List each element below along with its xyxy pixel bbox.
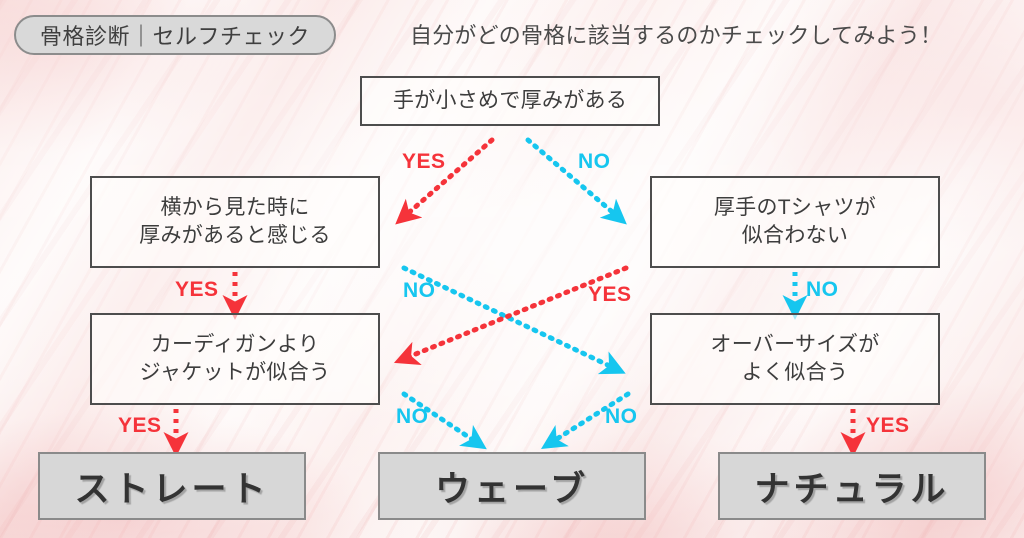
question-line-1: 厚手のTシャツが <box>713 196 877 220</box>
question-line-2: よく似合う <box>741 361 849 384</box>
result-label: ナチュラル <box>754 469 950 509</box>
question-line-2: ジャケットが似合う <box>139 361 331 384</box>
question-line-1: オーバーサイズが <box>710 333 880 357</box>
question-text: 横から見た時に 厚みがあると感じる <box>139 194 331 249</box>
question-box-side-thickness[interactable]: 横から見た時に 厚みがあると感じる <box>90 176 380 268</box>
arrow-bottom-no-left <box>401 391 487 450</box>
arrow-label-top-no: NO <box>578 150 611 173</box>
header-subtitle: 自分がどの骨格に該当するのかチェックしてみよう！ <box>410 23 943 48</box>
arrow-cross-yes <box>393 265 629 366</box>
header: 骨格診断｜セルフチェック 自分がどの骨格に該当するのかチェックしてみよう！ <box>0 0 1024 68</box>
arrow-top-yes <box>395 137 495 225</box>
question-box-thick-tshirt[interactable]: 厚手のTシャツが 似合わない <box>650 176 940 268</box>
question-line-1: 横から見た時に <box>160 196 310 220</box>
arrow-label-left-yes-2: YES <box>118 414 162 437</box>
arrow-label-mid-yes: YES <box>588 283 632 306</box>
question-box-hands[interactable]: 手が小さめで厚みがある <box>360 76 660 126</box>
question-text: カーディガンより ジャケットが似合う <box>140 331 331 386</box>
arrow-label-mid-no: NO <box>403 279 436 302</box>
question-box-oversize[interactable]: オーバーサイズが よく似合う <box>650 313 940 405</box>
question-line-2: 似合わない <box>741 224 849 247</box>
result-box-wave[interactable]: ウェーブ <box>378 452 646 520</box>
arrow-label-right-no-1: NO <box>806 278 839 301</box>
question-box-jacket[interactable]: カーディガンより ジャケットが似合う <box>90 313 380 405</box>
question-text: 厚手のTシャツが 似合わない <box>714 194 876 249</box>
arrow-label-bottom-no-right: NO <box>605 405 638 428</box>
arrow-label-top-yes: YES <box>402 150 446 173</box>
arrow-bottom-no-right <box>541 391 631 449</box>
question-text: オーバーサイズが よく似合う <box>710 331 879 386</box>
arrow-top-no <box>525 137 627 225</box>
result-box-natural[interactable]: ナチュラル <box>718 452 986 520</box>
title-badge: 骨格診断｜セルフチェック <box>14 15 337 55</box>
result-label: ウェーブ <box>435 469 589 509</box>
question-line-1: カーディガンより <box>150 333 320 357</box>
arrow-label-bottom-no-left: NO <box>396 405 429 428</box>
arrow-label-left-yes-1: YES <box>175 278 219 301</box>
result-label: ストレート <box>74 469 270 509</box>
arrow-label-right-yes-1: YES <box>866 414 910 437</box>
question-text: 手が小さめで厚みがある <box>392 89 628 113</box>
result-box-straight[interactable]: ストレート <box>38 452 306 520</box>
question-line-2: 厚みがあると感じる <box>139 224 331 247</box>
